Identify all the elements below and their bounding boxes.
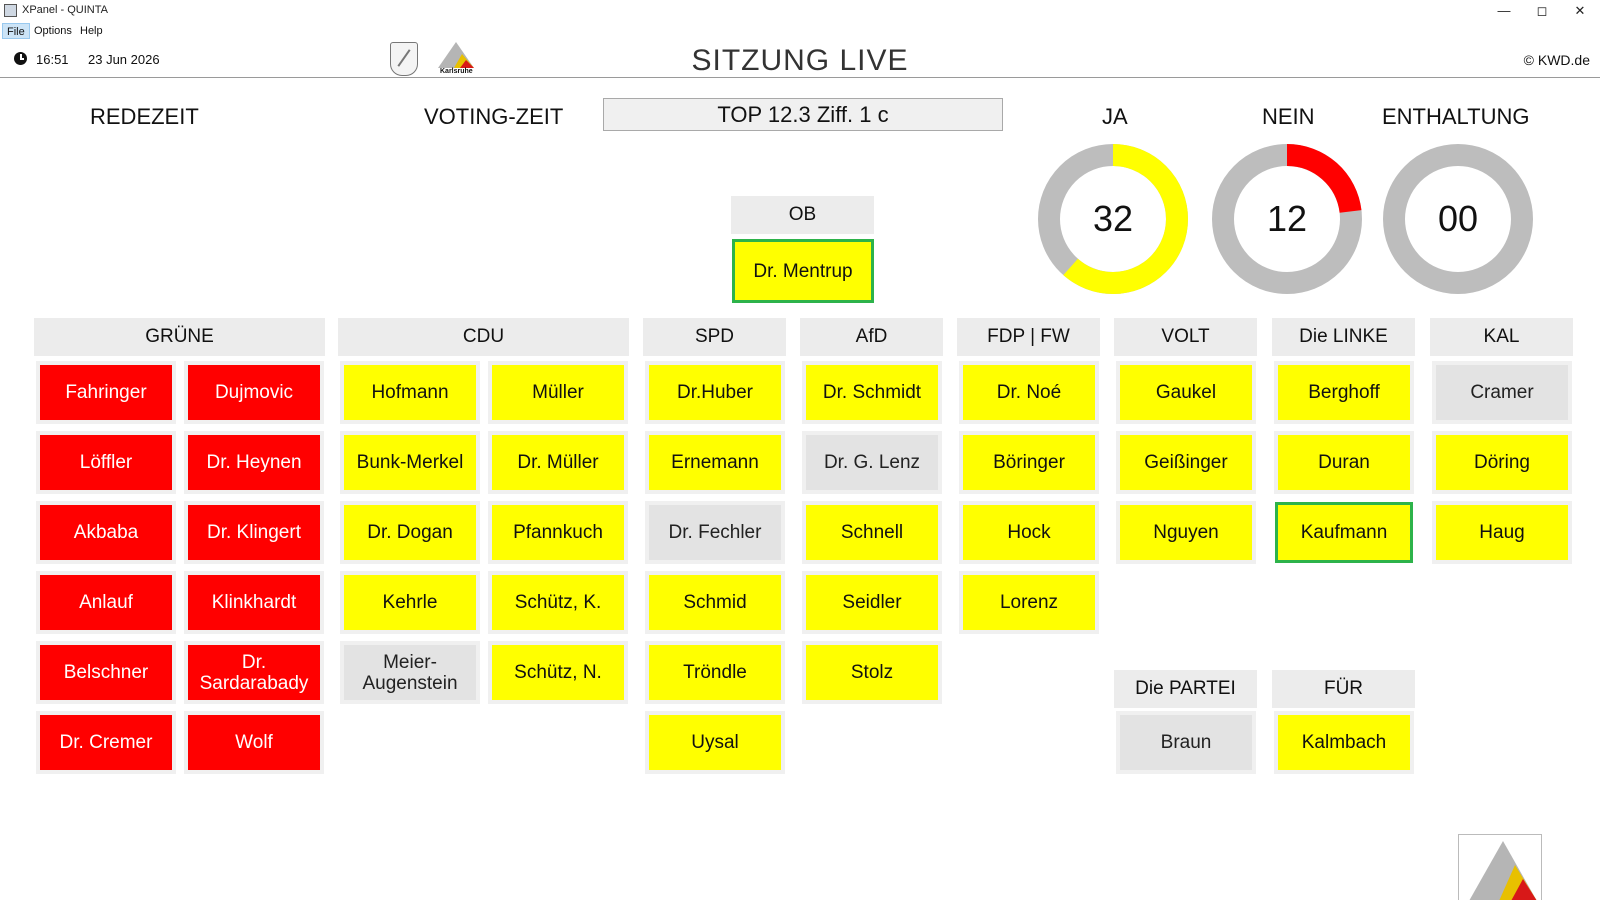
seat-spd[interactable]: Dr.Huber [649,365,781,420]
seat-cdu[interactable]: Schütz, N. [492,645,624,700]
karlsruhe-logo-icon [438,42,474,68]
seat-cdu[interactable]: Dr. Müller [492,435,624,490]
menu-file[interactable]: File [2,23,30,39]
seat-grüne[interactable]: Dr. Sardarabady [188,645,320,700]
seat-ob[interactable]: Dr. Mentrup [735,242,871,300]
party-header-ob: OB [731,196,874,234]
seat-volt[interactable]: Gaukel [1120,365,1252,420]
karlsruhe-logo-text: Karlsruhe [440,68,473,75]
seat-volt[interactable]: Geißinger [1120,435,1252,490]
seat-spd[interactable]: Ernemann [649,435,781,490]
current-time: 16:51 [36,52,69,67]
window-titlebar: XPanel - QUINTA — ◻ ✕ [0,0,1600,22]
current-date: 23 Jun 2026 [88,52,160,67]
seat-cdu[interactable]: Hofmann [344,365,476,420]
vote-label-enthaltung: ENTHALTUNG [1382,104,1530,129]
seat-grüne[interactable]: Wolf [188,715,320,770]
seat-cdu[interactable]: Schütz, K. [492,575,624,630]
vote-label-nein: NEIN [1262,104,1315,129]
vote-ring-enthaltung: 00 [1382,143,1534,295]
vote-label-ja: JA [1102,104,1128,129]
kwd-logo-icon [1469,841,1537,900]
menu-options[interactable]: Options [34,25,72,37]
seat-grüne[interactable]: Dr. Cremer [40,715,172,770]
seat-fdp-fw[interactable]: Hock [963,505,1095,560]
seat-die-linke[interactable]: Kaufmann [1278,505,1410,560]
seat-cdu[interactable]: Meier-Augenstein [344,645,476,700]
seat-cdu[interactable]: Kehrle [344,575,476,630]
seat-spd[interactable]: Tröndle [649,645,781,700]
party-header-die-linke: Die LINKE [1272,318,1415,356]
seat-kal[interactable]: Döring [1436,435,1568,490]
seat-die-linke[interactable]: Duran [1278,435,1410,490]
party-header-grüne: GRÜNE [34,318,325,356]
city-crest-icon [390,42,418,76]
corner-logo [1458,834,1542,900]
seat-afd[interactable]: Schnell [806,505,938,560]
seat-kal[interactable]: Haug [1436,505,1568,560]
seat-grüne[interactable]: Löffler [40,435,172,490]
seat-die-partei[interactable]: Braun [1120,715,1252,770]
vote-count-nein: 12 [1266,198,1308,239]
app-icon [4,4,17,17]
seat-die-linke[interactable]: Berghoff [1278,365,1410,420]
seat-cdu[interactable]: Bunk-Merkel [344,435,476,490]
party-header-für: FÜR [1272,670,1415,708]
voting-zeit-label: VOTING-ZEIT [424,104,564,129]
seat-cdu[interactable]: Pfannkuch [492,505,624,560]
seat-afd[interactable]: Seidler [806,575,938,630]
app-header: 16:51 23 Jun 2026 Karlsruhe SITZUNG LIVE… [0,40,1600,78]
seat-grüne[interactable]: Klinkhardt [188,575,320,630]
vote-count-enthaltung: 00 [1437,198,1479,239]
minimize-icon[interactable]: — [1497,3,1511,18]
party-header-afd: AfD [800,318,943,356]
menu-bar: File Options Help [0,22,1600,40]
party-header-fdp-fw: FDP | FW [957,318,1100,356]
vote-count-ja: 32 [1092,198,1134,239]
seat-grüne[interactable]: Fahringer [40,365,172,420]
copyright: © KWD.de [1523,52,1590,68]
seat-fdp-fw[interactable]: Böringer [963,435,1095,490]
maximize-icon[interactable]: ◻ [1536,3,1548,18]
window-title: XPanel - QUINTA [22,4,108,16]
seat-afd[interactable]: Dr. G. Lenz [806,435,938,490]
seat-afd[interactable]: Stolz [806,645,938,700]
clock-icon [14,52,27,65]
party-header-kal: KAL [1430,318,1573,356]
seat-spd[interactable]: Schmid [649,575,781,630]
seat-cdu[interactable]: Dr. Dogan [344,505,476,560]
seat-spd[interactable]: Dr. Fechler [649,505,781,560]
menu-help[interactable]: Help [80,25,103,37]
seat-grüne[interactable]: Dujmovic [188,365,320,420]
redezeit-label: REDEZEIT [90,104,199,129]
page-title: SITZUNG LIVE [691,44,909,77]
party-header-spd: SPD [643,318,786,356]
seat-cdu[interactable]: Müller [492,365,624,420]
seat-spd[interactable]: Uysal [649,715,781,770]
seat-grüne[interactable]: Anlauf [40,575,172,630]
vote-ring-ja: 32 [1037,143,1189,295]
seat-grüne[interactable]: Dr. Heynen [188,435,320,490]
close-icon[interactable]: ✕ [1574,3,1586,18]
seat-fdp-fw[interactable]: Lorenz [963,575,1095,630]
seat-grüne[interactable]: Belschner [40,645,172,700]
seat-für[interactable]: Kalmbach [1278,715,1410,770]
seat-grüne[interactable]: Akbaba [40,505,172,560]
seat-grüne[interactable]: Dr. Klingert [188,505,320,560]
party-header-volt: VOLT [1114,318,1257,356]
party-header-cdu: CDU [338,318,629,356]
vote-ring-nein: 12 [1211,143,1363,295]
seat-kal[interactable]: Cramer [1436,365,1568,420]
party-header-die-partei: Die PARTEI [1114,670,1257,708]
agenda-item-box: TOP 12.3 Ziff. 1 c [603,98,1003,131]
seat-afd[interactable]: Dr. Schmidt [806,365,938,420]
seat-fdp-fw[interactable]: Dr. Noé [963,365,1095,420]
seat-volt[interactable]: Nguyen [1120,505,1252,560]
